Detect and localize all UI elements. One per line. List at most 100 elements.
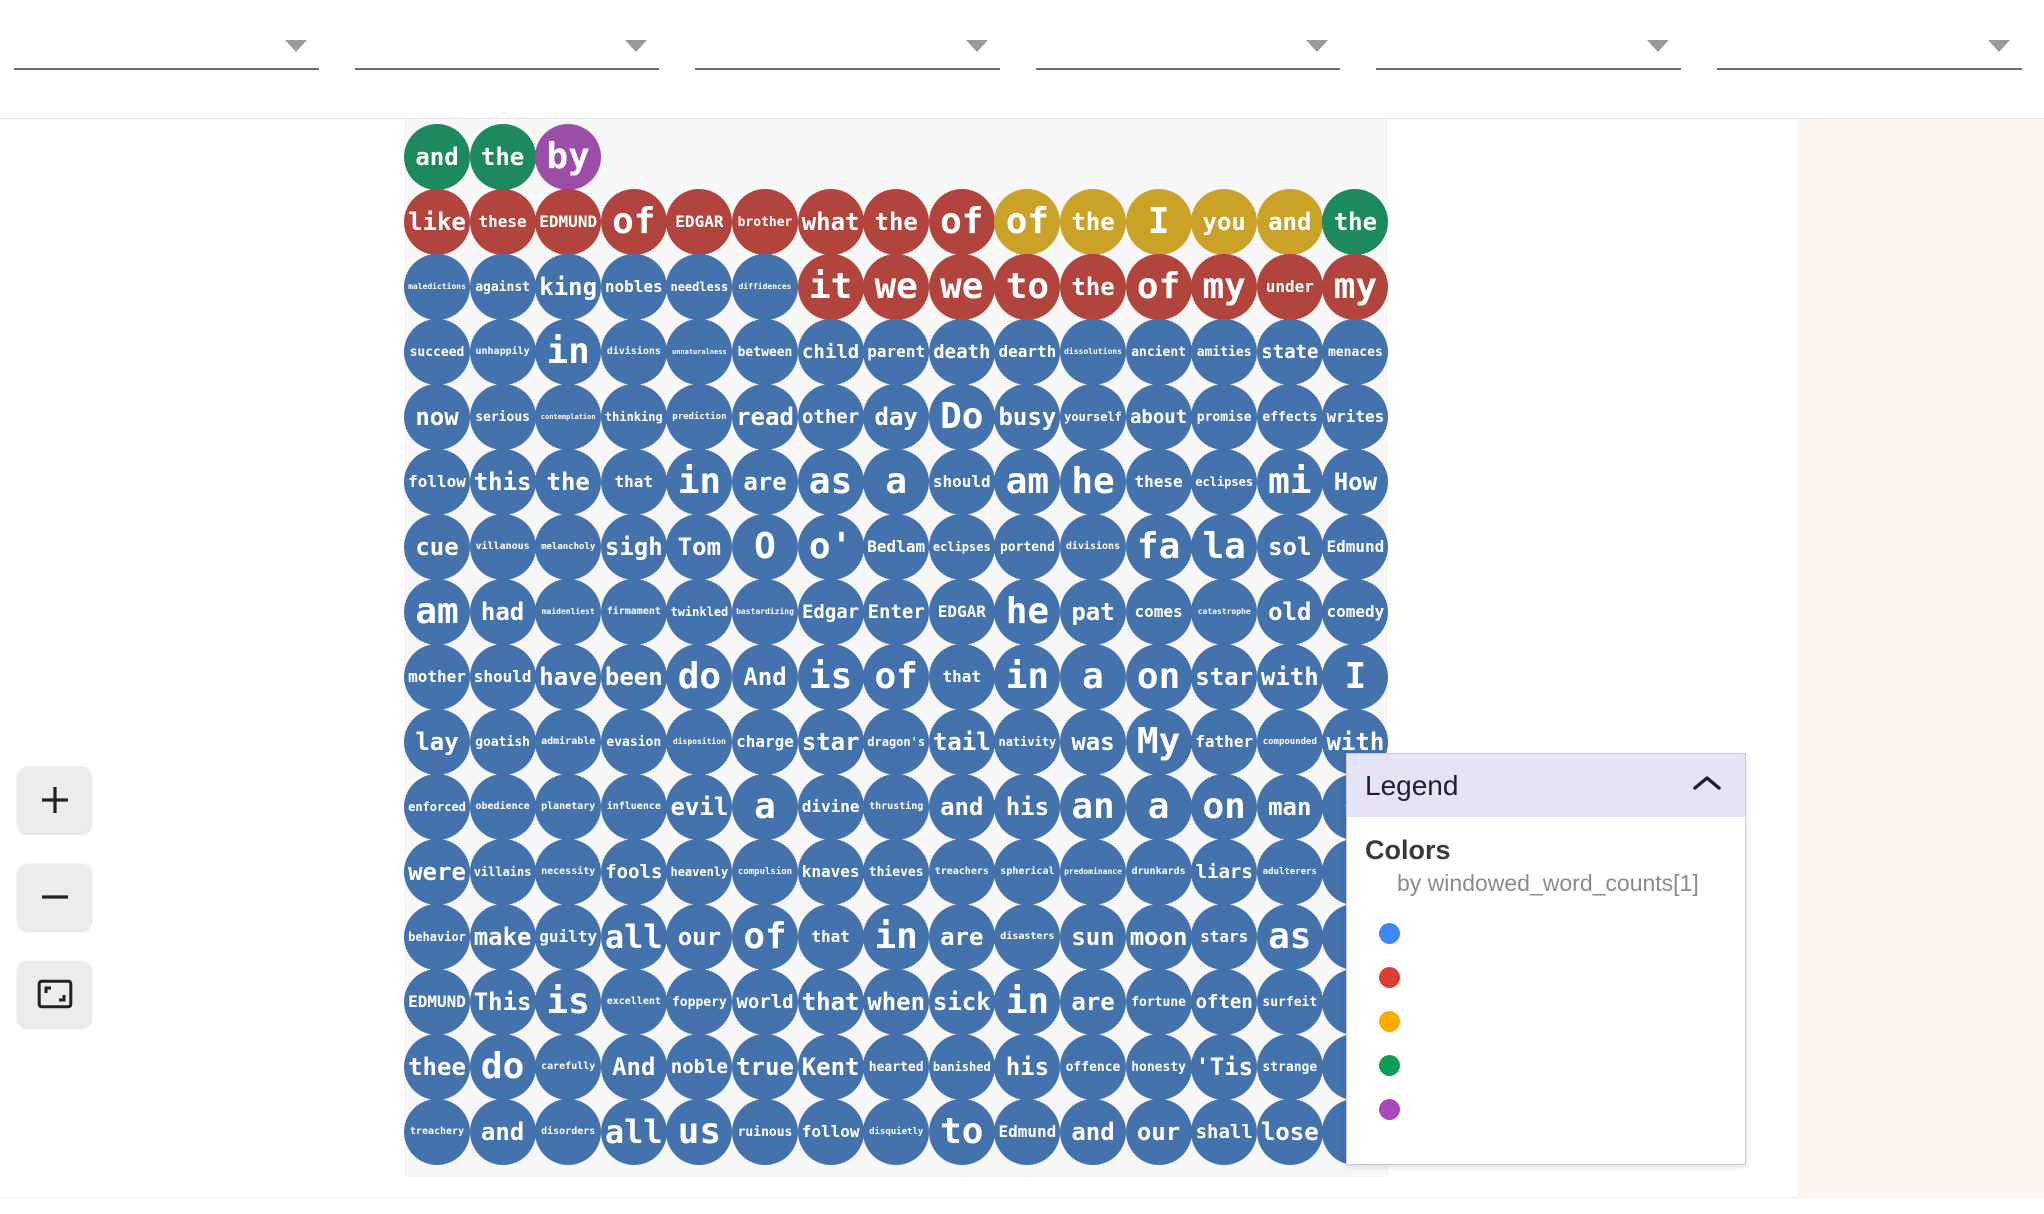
bubble-point[interactable]: I: [1322, 644, 1389, 710]
bubble-point[interactable]: knaves: [797, 839, 864, 905]
bubble-point[interactable]: treachers: [928, 839, 995, 905]
bubble-point[interactable]: of: [863, 644, 930, 710]
bubble-point[interactable]: Kent: [797, 1034, 864, 1100]
bubble-point[interactable]: a: [1060, 644, 1126, 710]
bubble-point[interactable]: pat: [1060, 579, 1126, 645]
chevron-down-icon[interactable]: [1987, 40, 2010, 52]
bubble-point[interactable]: make: [469, 904, 536, 970]
legend-item[interactable]: [1379, 955, 1745, 999]
bubble-point[interactable]: have: [535, 644, 602, 710]
bubble-point[interactable]: eclipses: [1191, 449, 1258, 515]
bubble-point[interactable]: unnaturalness: [666, 319, 733, 385]
bubble-point[interactable]: of: [732, 904, 798, 970]
bubble-point[interactable]: to: [994, 254, 1061, 320]
bubble-point[interactable]: succeed: [404, 319, 470, 385]
bubble-point[interactable]: the: [863, 189, 930, 255]
bubble-point[interactable]: like: [404, 189, 470, 255]
bubble-point[interactable]: child: [797, 319, 864, 385]
bubble-point[interactable]: How: [1322, 449, 1389, 515]
legend-header[interactable]: Legend: [1347, 754, 1745, 817]
bubble-point[interactable]: a: [863, 449, 930, 515]
bubble-point[interactable]: necessity: [535, 839, 602, 905]
bubble-point[interactable]: twinkled: [666, 579, 733, 645]
bubble-point[interactable]: to: [928, 1099, 995, 1165]
bubble-point[interactable]: now: [404, 384, 470, 450]
bubble-point[interactable]: foppery: [666, 969, 733, 1035]
bubble-point[interactable]: ancient: [1125, 319, 1192, 385]
bubble-point[interactable]: needless: [666, 254, 733, 320]
bubble-point[interactable]: he: [994, 579, 1061, 645]
bubble-point[interactable]: excellent: [600, 969, 667, 1035]
bubble-point[interactable]: in: [535, 319, 602, 385]
bubble-point[interactable]: of: [928, 189, 995, 255]
bubble-point[interactable]: EDMUND: [404, 969, 470, 1035]
bubble-point[interactable]: noble: [666, 1034, 733, 1100]
bubble-point[interactable]: of: [994, 189, 1061, 255]
bubble-point[interactable]: death: [928, 319, 995, 385]
bubble-point[interactable]: dissolutions: [1060, 319, 1126, 385]
bubble-point[interactable]: under: [1256, 254, 1323, 320]
legend-item[interactable]: [1379, 1043, 1745, 1087]
scatter-x-axis-select[interactable]: [1376, 24, 1681, 70]
bubble-point[interactable]: my: [1191, 254, 1258, 320]
bubble-point[interactable]: honesty: [1125, 1034, 1192, 1100]
chevron-down-icon[interactable]: [965, 40, 988, 52]
bubble-point[interactable]: should: [469, 644, 536, 710]
legend-item[interactable]: [1379, 911, 1745, 955]
bubble-point[interactable]: sick: [928, 969, 995, 1035]
bubble-point[interactable]: la: [1191, 514, 1258, 580]
bubble-point[interactable]: in: [666, 449, 733, 515]
bubble-point[interactable]: are: [732, 449, 798, 515]
chevron-down-icon[interactable]: [625, 40, 648, 52]
bubble-point[interactable]: fa: [1125, 514, 1192, 580]
bubble-point[interactable]: compounded: [1256, 709, 1323, 775]
bubble-point[interactable]: hearted: [863, 1034, 930, 1100]
bubble-point[interactable]: often: [1191, 969, 1258, 1035]
scatter-y-axis-select[interactable]: [1716, 24, 2022, 70]
bubble-point[interactable]: EDGAR: [666, 189, 733, 255]
bubble-point[interactable]: the: [1060, 254, 1126, 320]
bubble-point[interactable]: disposition: [666, 709, 733, 775]
zoom-out-button[interactable]: [18, 864, 91, 930]
bubble-point[interactable]: true: [732, 1034, 798, 1100]
bubble-point[interactable]: thee: [404, 1034, 470, 1100]
bubble-point[interactable]: comedy: [1322, 579, 1389, 645]
bubble-point[interactable]: an: [1060, 774, 1126, 840]
bubble-point[interactable]: yourself: [1060, 384, 1126, 450]
bubble-point[interactable]: behavior: [404, 904, 470, 970]
bubble-point[interactable]: predominance: [1060, 839, 1126, 905]
bubble-point[interactable]: I: [1125, 189, 1192, 255]
bubble-point[interactable]: lose: [1256, 1099, 1323, 1165]
bubble-point[interactable]: bastardizing: [732, 579, 798, 645]
bubble-point[interactable]: comes: [1125, 579, 1192, 645]
bubble-point[interactable]: all: [600, 1099, 667, 1165]
bubble-point[interactable]: admirable: [535, 709, 602, 775]
bubble-point[interactable]: on: [1191, 774, 1258, 840]
bubble-point[interactable]: adulterers: [1256, 839, 1323, 905]
bubble-point[interactable]: eclipses: [928, 514, 995, 580]
bubble-point[interactable]: Edmund: [1322, 514, 1389, 580]
bubble-point[interactable]: thinking: [600, 384, 667, 450]
bubble-point[interactable]: that: [797, 969, 864, 1035]
bubble-point[interactable]: day: [863, 384, 930, 450]
bubble-point[interactable]: mother: [404, 644, 470, 710]
bubble-point[interactable]: old: [1256, 579, 1323, 645]
bubble-point[interactable]: follow: [404, 449, 470, 515]
legend-panel[interactable]: Legend Colors by windowed_word_counts[1]: [1346, 753, 1746, 1165]
bubble-point[interactable]: by: [535, 124, 602, 190]
bubble-point[interactable]: other: [797, 384, 864, 450]
chevron-down-icon[interactable]: [1646, 40, 1669, 52]
bubble-point[interactable]: of: [1125, 254, 1192, 320]
bubble-point[interactable]: were: [404, 839, 470, 905]
bubble-point[interactable]: dearth: [994, 319, 1061, 385]
bubble-point[interactable]: am: [994, 449, 1061, 515]
bubble-point[interactable]: is: [797, 644, 864, 710]
bubble-point[interactable]: tail: [928, 709, 995, 775]
bubble-point[interactable]: the: [469, 124, 536, 190]
bubble-point[interactable]: been: [600, 644, 667, 710]
bubble-point[interactable]: promise: [1191, 384, 1258, 450]
bubble-point[interactable]: Bedlam: [863, 514, 930, 580]
bubble-point[interactable]: it: [797, 254, 864, 320]
bubble-point[interactable]: this: [469, 449, 536, 515]
